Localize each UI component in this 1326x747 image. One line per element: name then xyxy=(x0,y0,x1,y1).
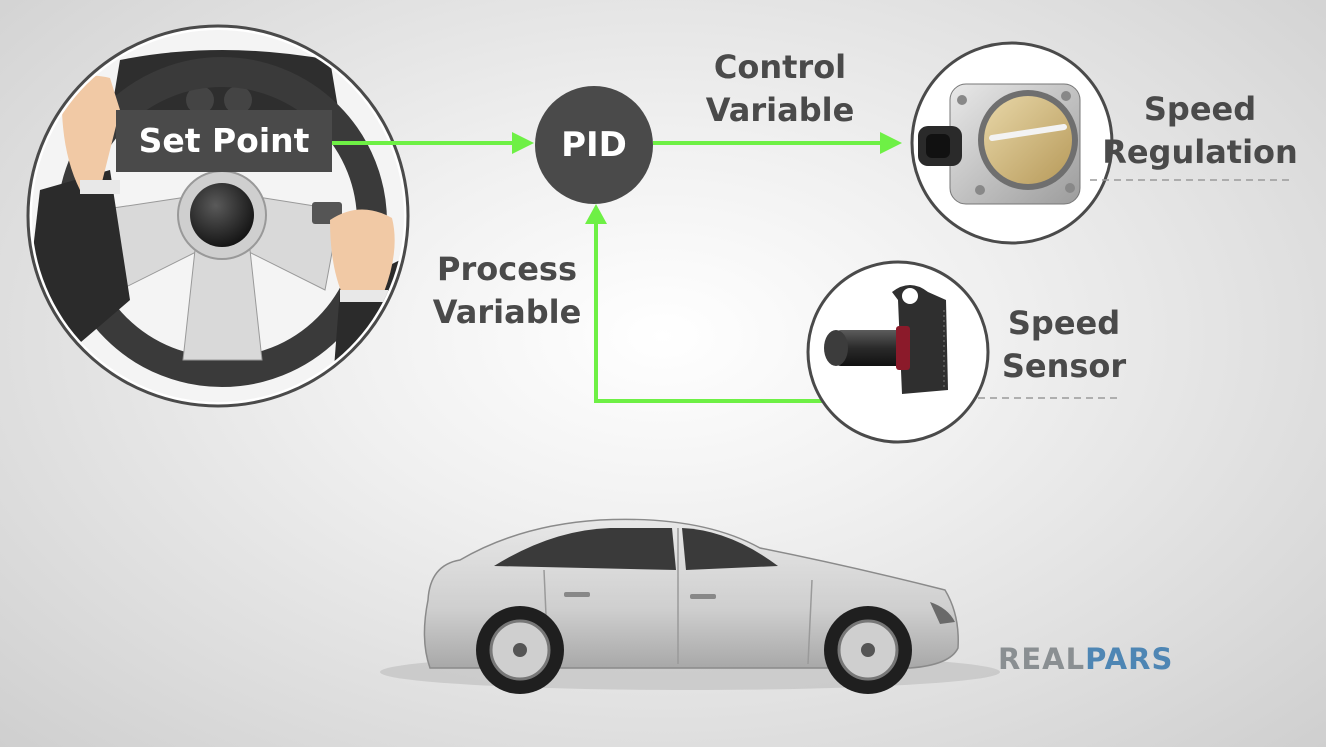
control-variable-line2: Variable xyxy=(705,91,855,129)
arrow-sensor-feedback xyxy=(585,204,822,403)
arrow-pid-to-throttle xyxy=(653,132,902,154)
rear-wheel xyxy=(476,606,564,694)
front-wheel xyxy=(824,606,912,694)
car-illustration xyxy=(380,518,1000,694)
speed-regulation-line1: Speed xyxy=(1143,90,1257,128)
throttle-body-illustration xyxy=(910,41,1114,245)
steering-wheel-illustration xyxy=(26,24,410,408)
speed-sensor-illustration xyxy=(806,260,990,444)
speed-sensor-line1: Speed xyxy=(1007,304,1121,342)
speed-regulation-line2: Regulation xyxy=(1102,133,1298,171)
control-variable-label: Control Variable xyxy=(690,46,870,132)
set-point-label: Set Point xyxy=(116,110,332,172)
speed-regulation-label: Speed Regulation xyxy=(1100,88,1300,174)
speed-sensor-label: Speed Sensor xyxy=(996,302,1132,388)
process-variable-label: Process Variable xyxy=(420,248,594,334)
logo-pars-text: PARS xyxy=(1085,642,1174,676)
realpars-logo: REALPARS xyxy=(998,642,1173,676)
logo-real-text: REAL xyxy=(998,642,1086,676)
arrow-setpoint-to-pid xyxy=(332,132,534,154)
pid-node: PID xyxy=(535,86,653,204)
process-variable-line1: Process xyxy=(437,250,577,288)
speed-sensor-line2: Sensor xyxy=(1001,347,1127,385)
control-variable-line1: Control xyxy=(713,48,847,86)
process-variable-line2: Variable xyxy=(432,293,582,331)
